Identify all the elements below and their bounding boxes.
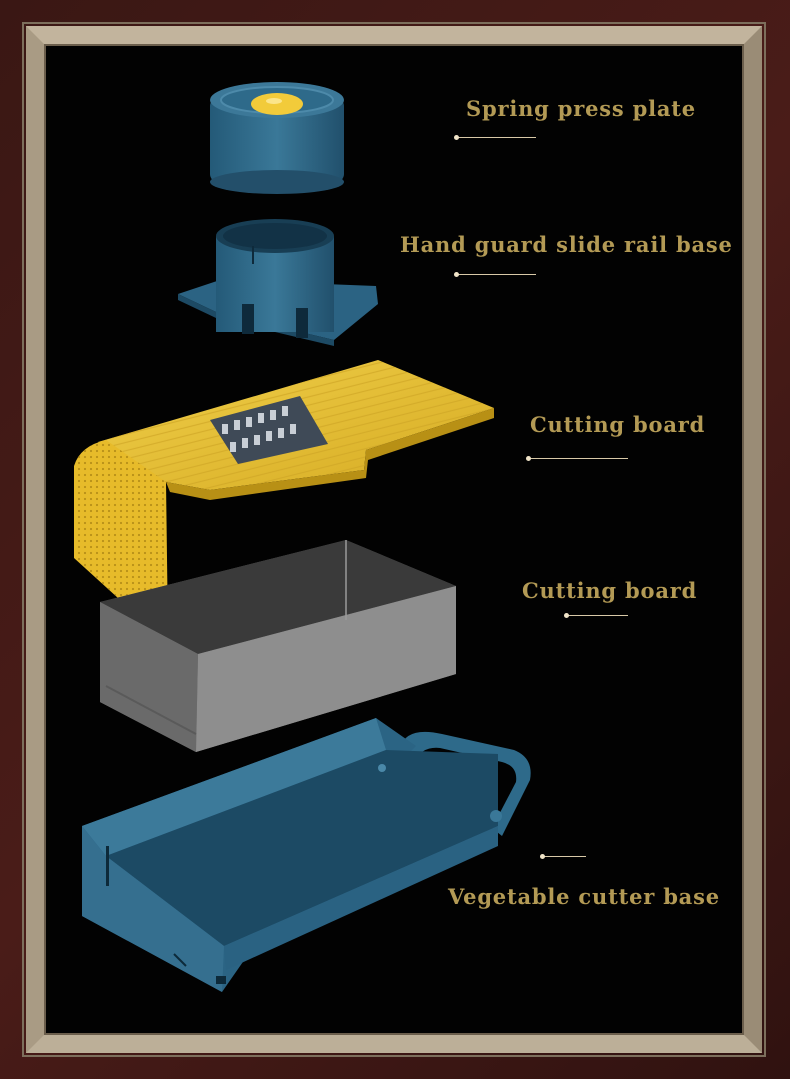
vegetable-cutter-base-part bbox=[82, 718, 531, 992]
hand-guard-slide-rail-base-part bbox=[178, 219, 378, 346]
leader-spring-press-plate bbox=[454, 135, 536, 140]
frame-outer-line bbox=[22, 22, 766, 1057]
label-spring-press-plate: Spring press plate bbox=[466, 96, 696, 121]
yellow-cutting-board-part bbox=[74, 360, 494, 638]
leader-cutting-board-2 bbox=[564, 613, 628, 618]
frame-gold-border bbox=[26, 26, 762, 1053]
product-panel: Spring press plate Hand guard slide rail… bbox=[46, 46, 742, 1033]
spring-press-plate-part bbox=[210, 82, 344, 194]
label-cutting-board-2: Cutting board bbox=[522, 578, 698, 603]
frame-inner-line bbox=[44, 44, 744, 1035]
leader-hand-guard bbox=[454, 272, 536, 277]
label-vegetable-cutter-base: Vegetable cutter base bbox=[448, 884, 720, 909]
leader-vegetable-cutter-base bbox=[540, 854, 586, 859]
leader-cutting-board-1 bbox=[526, 456, 628, 461]
exploded-view-illustration bbox=[74, 82, 531, 992]
gray-container-part bbox=[100, 540, 456, 752]
label-hand-guard-slide-rail-base: Hand guard slide rail base bbox=[400, 232, 733, 257]
label-cutting-board-1: Cutting board bbox=[530, 412, 706, 437]
